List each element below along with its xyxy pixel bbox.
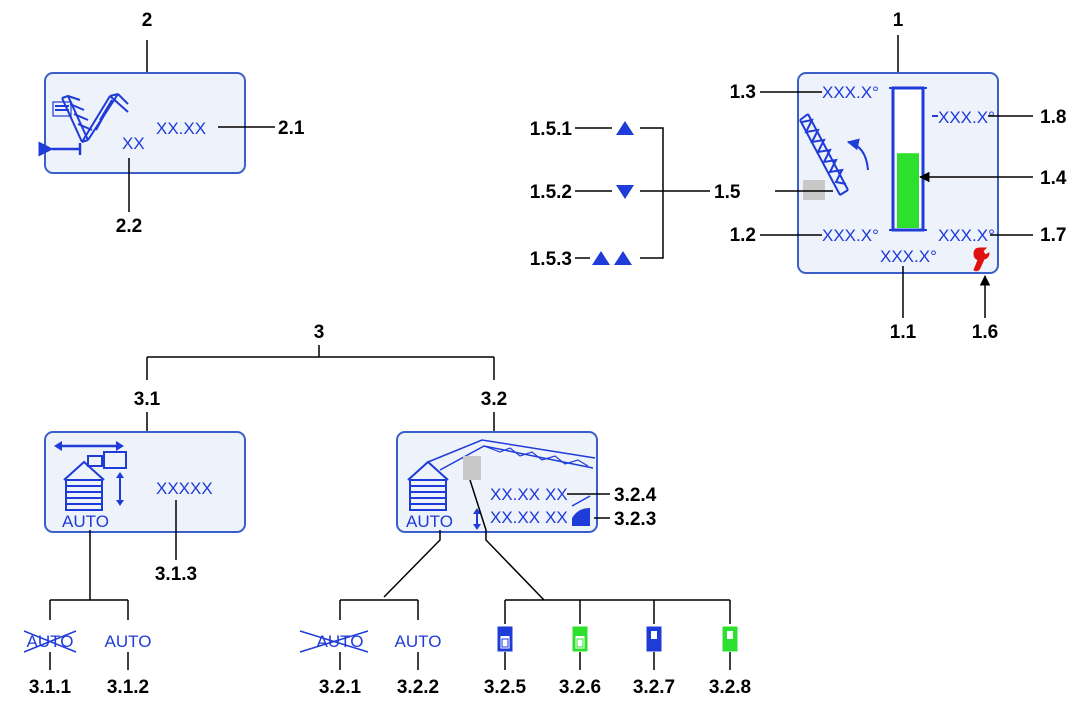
callout-1-6: 1.6 [972,322,998,343]
panel-2: 2 XX.XX XX 2.1 2.2 [38,10,305,237]
tree-3: 3 3.1 3.2 [134,322,507,432]
callout-3-1: 3.1 [134,389,161,410]
indicator-rect [463,456,481,480]
callout-1-4: 1.4 [1040,168,1067,189]
callout-1-3: 1.3 [730,82,756,103]
callout-2: 2 [142,10,153,31]
callout-1-5-1: 1.5.1 [530,119,573,140]
panel-1-angle-center: XXX.X° [880,247,937,266]
panel-1-angle-top: XXX.X° [822,83,879,102]
callout-1-8: 1.8 [1040,107,1066,128]
counterweight-icon [571,495,591,526]
callout-3-2-5: 3.2.5 [484,677,527,698]
callout-3-1-1: 3.1.1 [29,677,72,698]
callout-1-2: 1.2 [730,225,756,246]
crane-fold-icon [38,93,129,157]
indicator-square [803,180,825,200]
callout-3-2-2: 3.2.2 [397,677,439,698]
panel-3-1-value: XXX [156,479,190,498]
panel-3-2-auto: AUTO [406,512,453,531]
panel-2-value: XX.XX [156,119,206,138]
callout-3-2-4: 3.2.4 [614,485,657,506]
building-crane-icon [54,441,127,511]
up-down-arrow-icon [473,508,481,530]
callout-2-2: 2.2 [116,216,142,237]
panel-3-2-unit2: XX [545,508,568,527]
panel-1-angle-right-bottom: XXX.X° [938,226,995,245]
panel-2-frame [44,72,246,174]
building-boom-icon [407,439,596,511]
panel-3-2: AUTO XX.XX XX XX.XX XX 3.2.4 3.2.3 AUTO … [299,431,751,698]
callout-1: 1 [893,10,904,31]
callout-1-1: 1.1 [890,322,917,343]
callout-3-2-7: 3.2.7 [633,677,675,698]
callout-3-2-6: 3.2.6 [559,677,601,698]
panel-3-2-value2: XX.XX [490,508,540,527]
status-blue-full-icon [646,626,662,652]
panel-3-1: AUTO XXX XX 3.1.3 AUTO AUTO 3.1.1 3.1.2 [23,431,246,698]
panel-1-angle-bottom-left: XXX.X° [822,226,879,245]
panel-1-angle-right-top: XXX.X° [938,108,995,127]
double-arrow-up-icon [592,251,632,265]
callout-3-2-3: 3.2.3 [614,509,656,530]
callout-3-2-1: 3.2.1 [319,677,362,698]
panel-3-1-unit: XX [190,479,213,498]
callout-1-7: 1.7 [1040,225,1066,246]
panel-3-2-value1: XX.XX [490,485,540,504]
callout-2-1: 2.1 [278,118,305,139]
status-green-full-icon [722,626,738,652]
angle-bar-gauge [889,86,927,232]
callout-3-2: 3.2 [481,389,507,410]
callout-1-5: 1.5 [714,182,741,203]
callout-1-5-2: 1.5.2 [530,182,572,203]
auto-1: AUTO [105,632,152,651]
panel-1: 1 XXX.X° 1.3 1.4 XXX.X° 1.8 XXX.X° 1.2 X… [530,10,1067,343]
panel-3-1-auto: AUTO [62,512,109,531]
callout-3-1-3: 3.1.3 [155,564,197,585]
panel-2-unit: XX [122,134,145,153]
callout-3-2-8: 3.2.8 [709,677,751,698]
crane-boom-icon [799,113,869,196]
callout-3-1-2: 3.1.2 [107,677,149,698]
panel-3-2-unit1: XX [545,485,568,504]
arrow-down-icon [616,185,634,199]
status-blue-half-icon [497,626,513,652]
auto-2: AUTO [395,632,442,651]
callout-3: 3 [314,322,325,343]
status-green-half-icon [572,626,588,652]
wrench-icon [973,247,990,272]
callout-1-5-3: 1.5.3 [530,249,572,270]
arrow-up-icon [616,121,634,135]
